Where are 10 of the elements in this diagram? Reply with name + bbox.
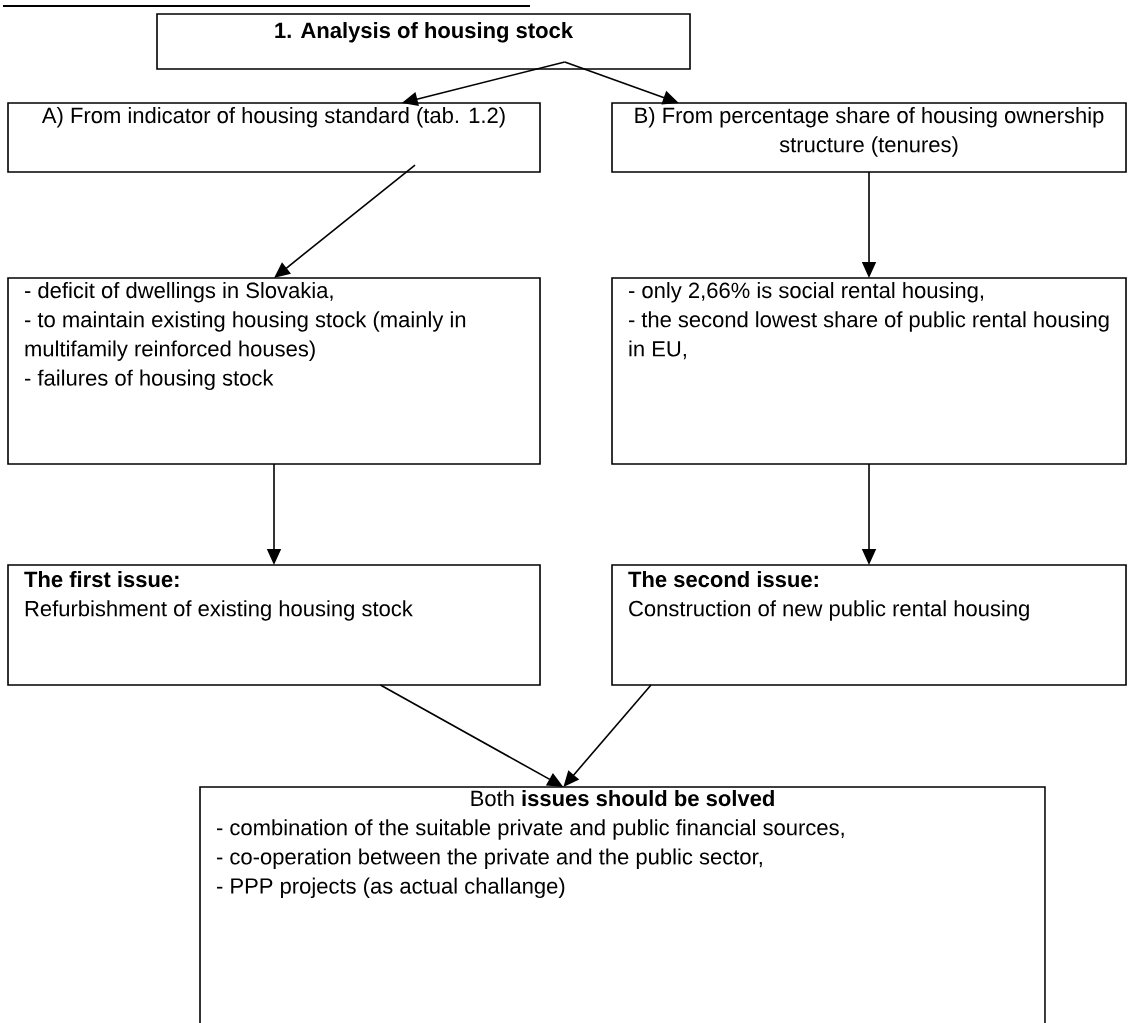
issue-box: The second issue: Construction of new public rental housing [611,564,1127,686]
issue-box: The first issue: Refurbishment of existing housing stock [7,564,541,686]
arrow [274,164,416,278]
source-box: A) From indicator of housing standard (tab. 1.2) [7,102,541,173]
title-box: 1. Analysis of housing stock [156,13,691,70]
arrow [563,684,652,787]
source-box: B) From percentage share of housing ownership structure (tenures) [611,102,1127,173]
conclusion-box: Both issues should be solved - combination of the suitable private and public financial sources, - co-operation between the private and the public sector, - PPP projects (as actual challange) [199,786,1046,1023]
finding-box: - only 2,66% is social rental housing, - the second lowest share of public rental housing in EU, [611,277,1127,465]
finding-box: - deficit of dwellings in Slovakia, - to maintain existing housing stock (mainly in multifamily reinforced houses) - failures of housing stock [7,277,541,465]
